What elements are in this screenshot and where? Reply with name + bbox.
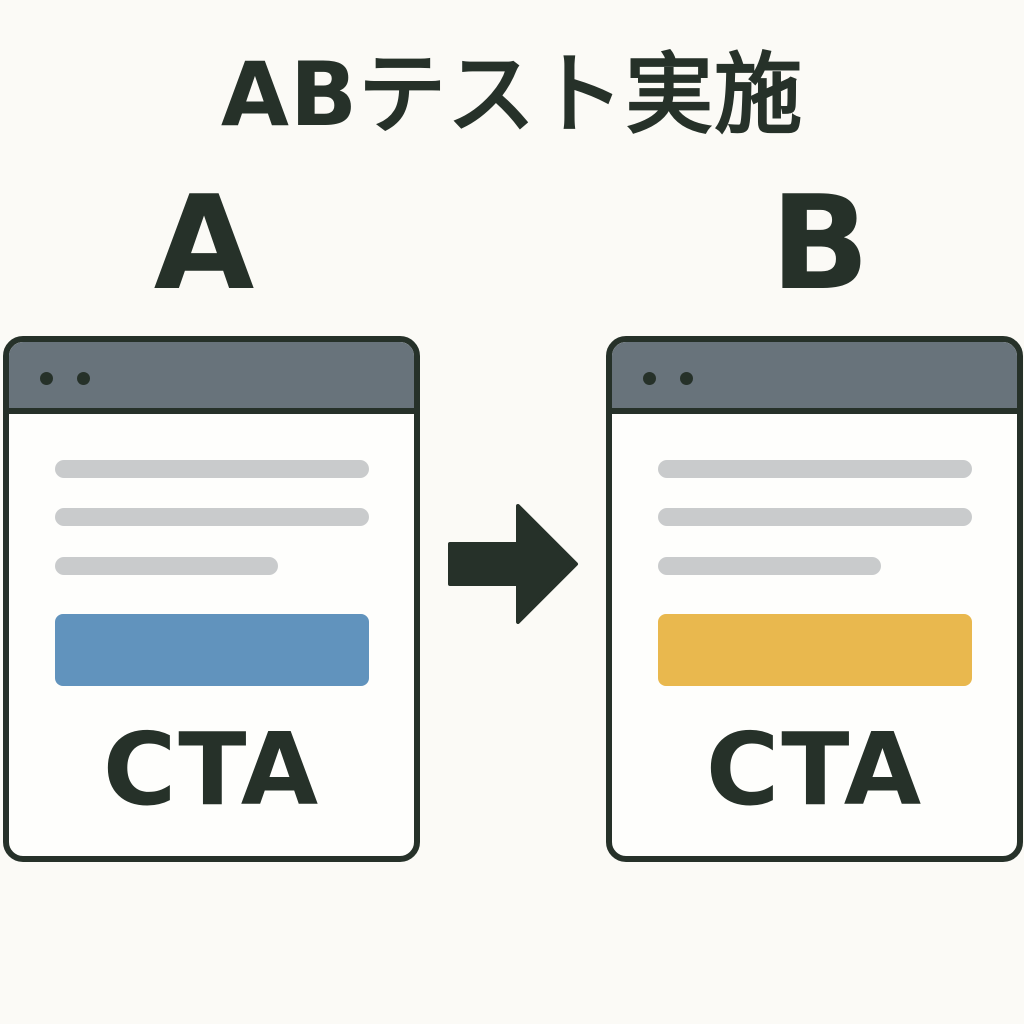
variant-a-window: CTA: [3, 336, 420, 862]
variant-b-label: B: [770, 167, 870, 319]
placeholder-text-line: [55, 508, 369, 526]
window-dot-icon: [40, 372, 53, 385]
cta-button-yellow: [658, 614, 972, 686]
placeholder-text-line: [55, 460, 369, 478]
placeholder-text-line: [658, 508, 972, 526]
window-dot-icon: [680, 372, 693, 385]
cta-label: CTA: [102, 711, 321, 828]
window-titlebar: [612, 342, 1017, 414]
window-dot-icon: [643, 372, 656, 385]
arrow-right-icon: [448, 504, 578, 624]
variant-a-label: A: [153, 167, 255, 319]
placeholder-text-line: [658, 557, 881, 575]
diagram-title: ABテスト実施: [220, 43, 804, 146]
placeholder-text-line: [55, 557, 278, 575]
placeholder-text-line: [658, 460, 972, 478]
window-dot-icon: [77, 372, 90, 385]
window-titlebar: [9, 342, 414, 414]
cta-button-blue: [55, 614, 369, 686]
variant-b-window: CTA: [606, 336, 1023, 862]
cta-label: CTA: [705, 711, 924, 828]
